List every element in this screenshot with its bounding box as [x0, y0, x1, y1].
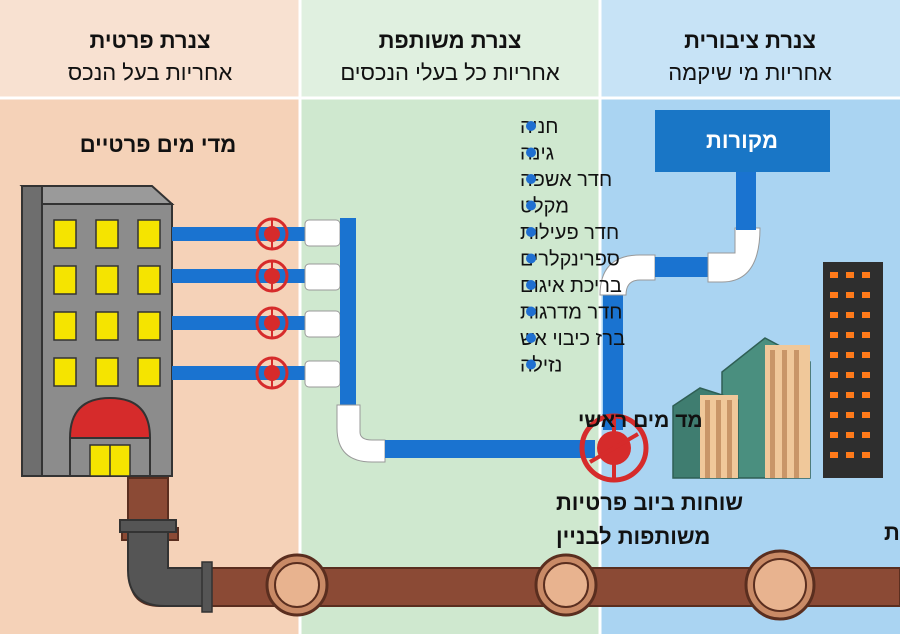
header-band: [0, 0, 900, 98]
bullet-icon: [526, 174, 536, 184]
private-meters-label: מדי מים פרטיים: [80, 132, 237, 157]
shared-item-label: גינה: [520, 143, 554, 165]
bullet-icon: [526, 359, 536, 370]
public-column-title: צנרת ציבורית: [684, 28, 816, 53]
shared-sewer-label-line1: שוחות ביוב פרטיות: [556, 490, 743, 515]
city-skyline: [672, 262, 883, 479]
bullet-icon: [526, 200, 536, 211]
main-meter-label: מד מים ראשי: [578, 409, 703, 432]
bullet-icon: [526, 121, 536, 131]
valve-icon: [255, 259, 289, 293]
shared-item-label: חניה: [520, 116, 558, 138]
bullet-icon: [526, 280, 536, 290]
bullet-icon: [526, 253, 536, 264]
city-sewer-label: שוחת ביוב עירונית: [884, 520, 900, 545]
valve-icon: [255, 217, 289, 251]
building-windows: [53, 219, 161, 387]
private-manhole-2: [534, 553, 598, 617]
shared-item-label: חדר פעילות: [520, 222, 619, 244]
building-drain-coupling: [119, 519, 177, 533]
bullet-icon: [526, 227, 536, 237]
bullet-icon: [526, 306, 536, 317]
city-manhole: [744, 549, 816, 621]
sewer-coupling: [201, 561, 213, 613]
public-column-subtitle: אחריות מי שיקמה: [668, 60, 832, 85]
shared-item-label: ברז כיבוי אש: [520, 328, 625, 350]
shared-item-label: ספרינקלרים: [520, 249, 620, 271]
sewer-system: [119, 477, 900, 621]
private-column-title: צנרת פרטית: [90, 28, 211, 53]
valve-icon: [255, 356, 289, 390]
private-manhole-1: [265, 553, 329, 617]
shared-item-label: בריכת איגום: [520, 275, 622, 297]
bullet-icon: [526, 333, 536, 343]
shared-item-label: חדר אשפה: [520, 169, 612, 191]
building-entrance-awning: [68, 396, 152, 439]
valve-icon: [255, 306, 289, 340]
main-meter-valve-icon: [579, 413, 649, 483]
shared-column-subtitle: אחריות כל בעלי הנכסים: [340, 60, 560, 85]
bullet-icon: [526, 147, 536, 158]
private-building: [19, 185, 175, 477]
building-drain-elbow: [127, 529, 206, 607]
private-column-subtitle: אחריות בעל הנכס: [68, 60, 233, 85]
shared-item-label: חדר מדרגות: [520, 302, 622, 324]
shared-sewer-label-line2: משותפות לבניין: [556, 524, 710, 549]
shared-column-title: צנרת משותפת: [379, 28, 522, 53]
source-box: [655, 110, 830, 172]
private-meter-valves: [255, 217, 289, 390]
source-label: מקורות: [706, 128, 778, 153]
